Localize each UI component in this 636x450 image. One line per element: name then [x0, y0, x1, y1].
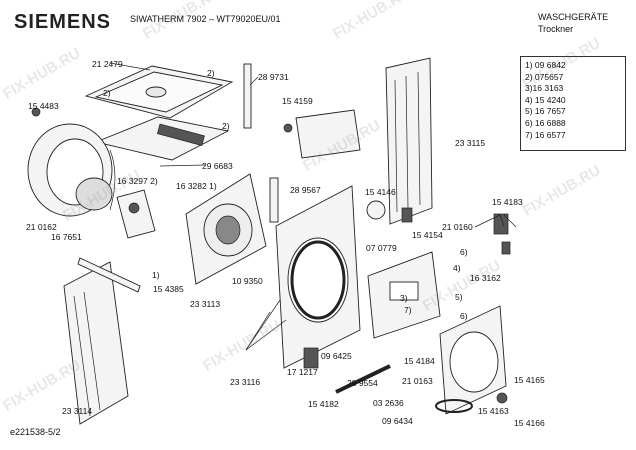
- part-label[interactable]: 29 6683: [202, 161, 233, 171]
- legend-item: 5) 16 7657: [525, 106, 566, 117]
- part-label[interactable]: 16 3282 1): [176, 181, 217, 191]
- part-label[interactable]: 16 3162: [470, 273, 501, 283]
- document-id: e221538-5/2: [10, 427, 61, 437]
- callout-marker: 2): [103, 88, 111, 98]
- knob: [366, 200, 386, 220]
- legend-item: 4) 15 4240: [525, 94, 566, 105]
- part-label[interactable]: 28 9554: [347, 378, 378, 388]
- callout-marker: 1): [152, 270, 160, 280]
- legend-item: 3)16 3163: [525, 83, 564, 94]
- callout-marker: 3): [400, 293, 408, 303]
- part-label[interactable]: 21 0162: [26, 222, 57, 232]
- hinge: [493, 213, 509, 235]
- callout-marker: 2): [207, 68, 215, 78]
- part-label[interactable]: 15 4483: [28, 101, 59, 111]
- legend-item: 1) 09 6842: [525, 60, 566, 70]
- part-label[interactable]: 15 4385: [153, 284, 184, 294]
- motor-bracket: [116, 189, 156, 239]
- callout-marker: 4): [453, 263, 461, 273]
- callout-marker: 2): [222, 121, 230, 131]
- sensor-strip: [269, 177, 279, 223]
- part-label[interactable]: 15 4184: [404, 356, 435, 366]
- pump: [303, 347, 319, 369]
- parts-legend: 1) 09 6842 2) 075657 3)16 3163 4) 15 424…: [520, 56, 626, 151]
- brand-logo: SIEMENS: [14, 11, 112, 33]
- part-label[interactable]: 15 4182: [308, 399, 339, 409]
- model-title: SIWATHERM 7902 – WT79020EU/01: [130, 14, 281, 24]
- part-label[interactable]: 21 2479: [92, 59, 123, 69]
- part-label[interactable]: 17 1217: [287, 367, 318, 377]
- part-label[interactable]: 23 3114: [62, 406, 93, 416]
- legend-item: 6) 16 6888: [525, 117, 566, 128]
- part-label[interactable]: 21 0160: [442, 222, 473, 232]
- part-label[interactable]: 03 2636: [373, 398, 404, 408]
- part-label[interactable]: 21 0163: [402, 376, 433, 386]
- part-label[interactable]: 16 3297 2): [117, 176, 158, 186]
- part-label[interactable]: 15 4163: [478, 406, 509, 416]
- right-side-panel: [385, 57, 433, 225]
- callout-marker: 5): [455, 292, 463, 302]
- part-label[interactable]: 09 6425: [321, 351, 352, 361]
- vertical-strip: [243, 63, 252, 129]
- callout-marker: 7): [404, 305, 412, 315]
- part-label[interactable]: 15 4159: [282, 96, 313, 106]
- category-label: WASCHGERÄTE: [538, 12, 609, 22]
- part-label[interactable]: 15 4165: [514, 375, 545, 385]
- callout-marker: 6): [460, 247, 468, 257]
- part-label[interactable]: 28 9567: [290, 185, 321, 195]
- part-label[interactable]: 09 6434: [382, 416, 413, 426]
- legend-item: 7) 16 6577: [525, 129, 566, 140]
- part-label[interactable]: 15 4166: [514, 418, 545, 428]
- part-label[interactable]: 07 0779: [366, 243, 397, 253]
- left-side-panel: [63, 261, 129, 425]
- subcategory-label: Trockner: [538, 24, 574, 34]
- part-label[interactable]: 23 3113: [190, 299, 221, 309]
- part-label[interactable]: 23 3115: [455, 138, 486, 148]
- legend-item: 2) 075657: [525, 71, 564, 82]
- rail: [77, 257, 141, 293]
- part-label[interactable]: 15 4183: [492, 197, 523, 207]
- part-label[interactable]: 16 7651: [51, 232, 82, 242]
- part-label[interactable]: 15 4146: [365, 187, 396, 197]
- part-label[interactable]: 15 4154: [412, 230, 443, 240]
- part-label[interactable]: 28 9731: [258, 72, 289, 82]
- bracket-plate: [295, 109, 361, 159]
- cover-strip: [94, 116, 230, 161]
- part-label[interactable]: 23 3116: [230, 377, 261, 387]
- callout-marker: 6): [460, 311, 468, 321]
- part-label[interactable]: 10 9350: [232, 276, 263, 286]
